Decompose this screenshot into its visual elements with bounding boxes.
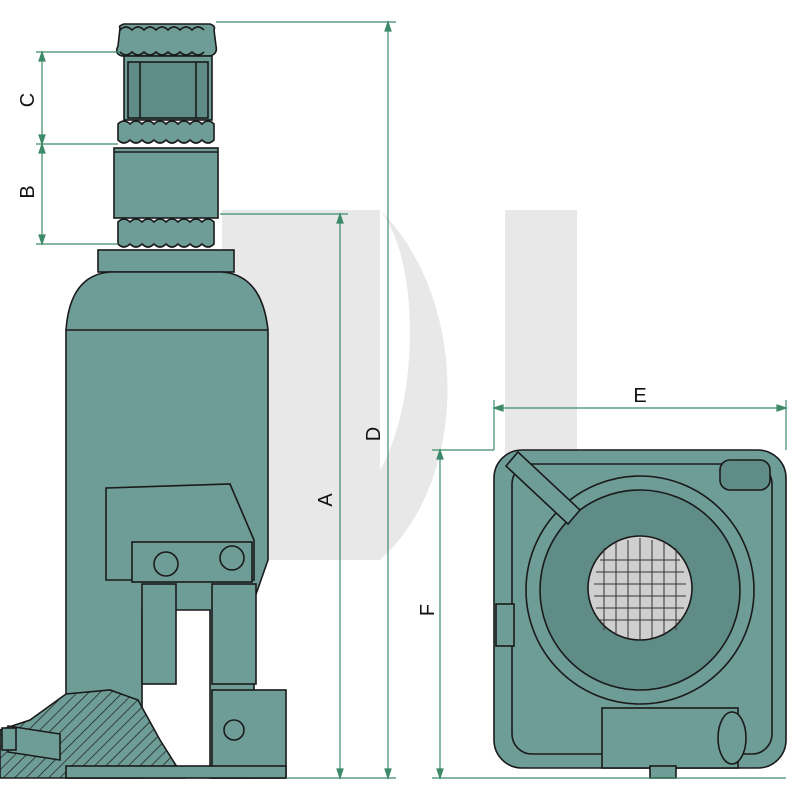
saddle-grip-pattern xyxy=(594,538,686,640)
dimension-label-a: A xyxy=(315,493,337,507)
jack-side-view xyxy=(0,23,287,779)
base-bolt xyxy=(223,719,245,741)
jack-extension-screw xyxy=(117,55,215,144)
jack-ram xyxy=(113,147,219,248)
base-plate xyxy=(65,765,287,779)
mount-slot-top-right xyxy=(719,459,771,491)
jack-base-right-block xyxy=(211,689,287,779)
handle-socket-top xyxy=(504,450,582,526)
pump-pivot-pin-1 xyxy=(153,551,179,577)
jack-cylinder-collar xyxy=(97,249,235,273)
jack-top-view xyxy=(493,449,787,779)
pump-pivot-pin-2 xyxy=(219,545,245,571)
dimension-label-c: C xyxy=(17,93,39,107)
pump-barrel-end xyxy=(717,711,747,765)
dimension-label-e: E xyxy=(633,385,646,407)
dimension-lines xyxy=(36,20,788,780)
pump-plunger xyxy=(141,583,177,685)
dimension-label-f: F xyxy=(417,604,439,616)
release-valve-tip xyxy=(1,727,17,751)
valve-tab xyxy=(495,603,515,647)
dimension-label-b: B xyxy=(17,185,39,198)
pump-tab xyxy=(649,765,677,779)
jack-top-cap xyxy=(115,23,218,57)
pump-plunger-guide xyxy=(211,583,257,685)
dimension-label-d: D xyxy=(363,427,385,441)
pump-block-top xyxy=(601,707,739,769)
